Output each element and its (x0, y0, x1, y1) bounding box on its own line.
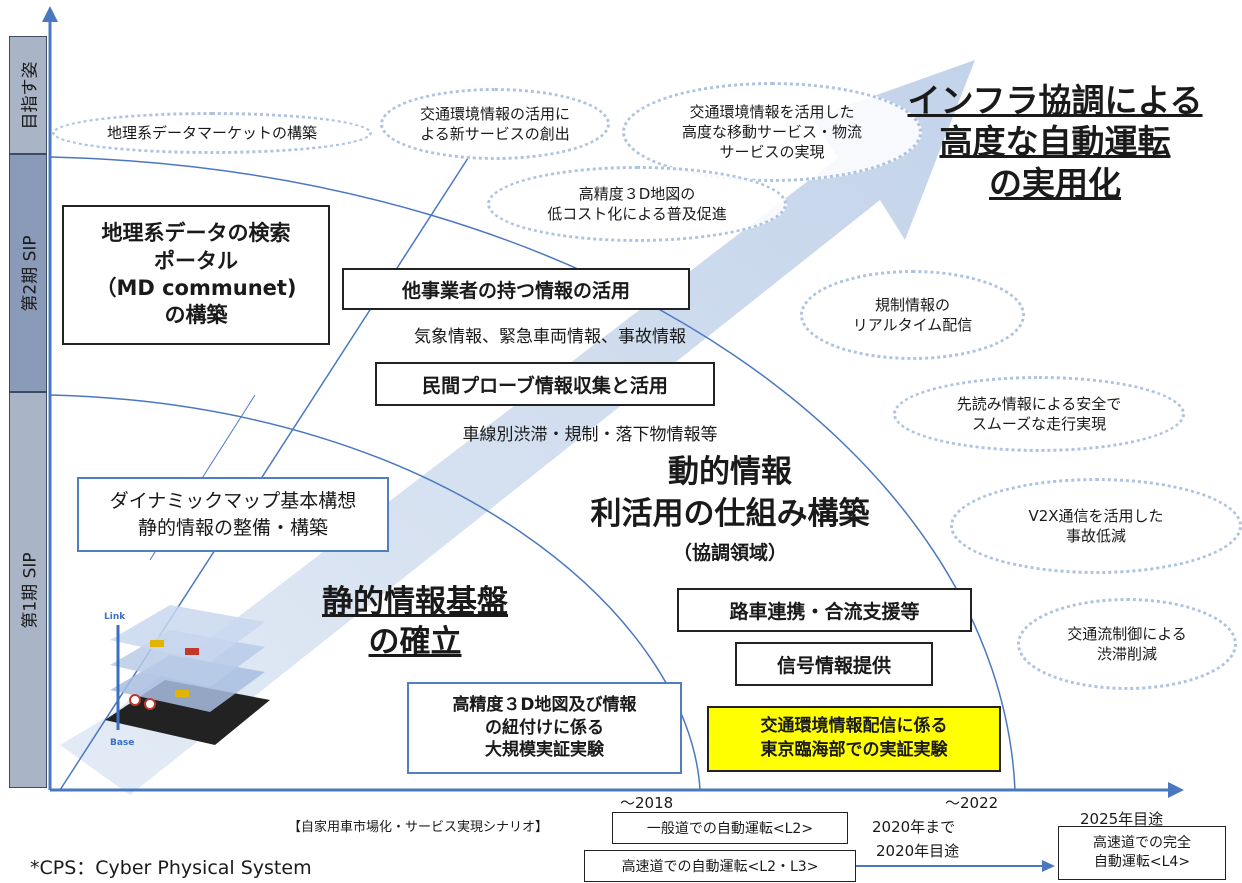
x-axis-arrowhead (1168, 782, 1184, 798)
year-2018: ～2018 (620, 794, 674, 812)
phase-goal: 目指す姿 (9, 36, 47, 154)
l4-box: 高速道での完全 自動運転<L4> (1058, 826, 1226, 880)
arc-phase2 (49, 156, 1016, 791)
oval-safe-driving: 先読み情報による安全で スムーズな走行実現 (893, 376, 1185, 452)
phase-sip2: 第2期 SIP (9, 154, 47, 392)
map-illustration (105, 605, 270, 745)
large-scale-demo-box: 高精度３D地図及び情報 の紐付けに係る 大規模実証実験 (407, 682, 682, 774)
y-axis-arrowhead (42, 6, 58, 22)
target-2020-label: 2020年目途 (876, 842, 960, 860)
illustration-base-label: Base (110, 738, 135, 748)
by-2020-label: 2020年まで (872, 818, 956, 836)
weather-emergency-text: 気象情報、緊急車両情報、事故情報 (414, 327, 686, 347)
road-vehicle-box: 路車連携・合流支援等 (677, 588, 972, 632)
l23-highway-box: 高速道での自動運転<L2・L3> (584, 850, 856, 882)
oval-mobility-logistics: 交通環境情報を活用した 高度な移動サービス・物流 サービスの実現 (622, 82, 922, 182)
other-operators-info-box: 他事業者の持つ情報の活用 (342, 268, 690, 310)
l2-general-box: 一般道での自動運転<L2> (612, 812, 848, 844)
target-2025-label: 2025年目途 (1080, 810, 1164, 828)
oval-traffic-control: 交通流制御による 渋滞削減 (1017, 598, 1237, 690)
dynamic-info-subtitle: （協調領域） (672, 542, 787, 564)
oval-new-services: 交通環境情報の活用に よる新サービスの創出 (380, 88, 610, 160)
oval-v2x: V2X通信を活用した 事故低減 (950, 478, 1242, 574)
oval-regulation-realtime: 規制情報の リアルタイム配信 (800, 270, 1025, 360)
dynamic-info-title: 動的情報 利活用の仕組み構築 (590, 454, 870, 532)
lane-info-text: 車線別渋滞・規制・落下物情報等 (462, 425, 718, 445)
headline: インフラ協調による 高度な自動運転 の実用化 (907, 81, 1203, 203)
year-2022: ～2022 (945, 794, 999, 812)
oval-data-market: 地理系データマーケットの構築 (52, 112, 372, 154)
progress-arrow (60, 60, 975, 795)
cps-footnote: *CPS：Cyber Physical System (30, 857, 312, 879)
scenario-label: 【自家用車市場化・サービス実現シナリオ】 (288, 820, 549, 835)
md-communet-box: 地理系データの検索 ポータル （MD communet) の構築 (62, 205, 330, 345)
probe-info-box: 民間プローブ情報収集と活用 (375, 362, 715, 406)
static-info-title: 静的情報基盤 の確立 (322, 584, 508, 661)
signal-info-box: 信号情報提供 (735, 642, 933, 686)
illustration-link-label: Link (104, 612, 126, 622)
tokyo-demo-box: 交通環境情報配信に係る 東京臨海部での実証実験 (707, 706, 1001, 772)
oval-3d-map-cost: 高精度３D地図の 低コスト化による普及促進 (487, 166, 787, 242)
phase-sip1: 第1期 SIP (9, 392, 47, 788)
dynamic-map-concept-box: ダイナミックマップ基本構想 静的情報の整備・構築 (77, 477, 389, 552)
l4-arrowhead (1042, 860, 1055, 872)
